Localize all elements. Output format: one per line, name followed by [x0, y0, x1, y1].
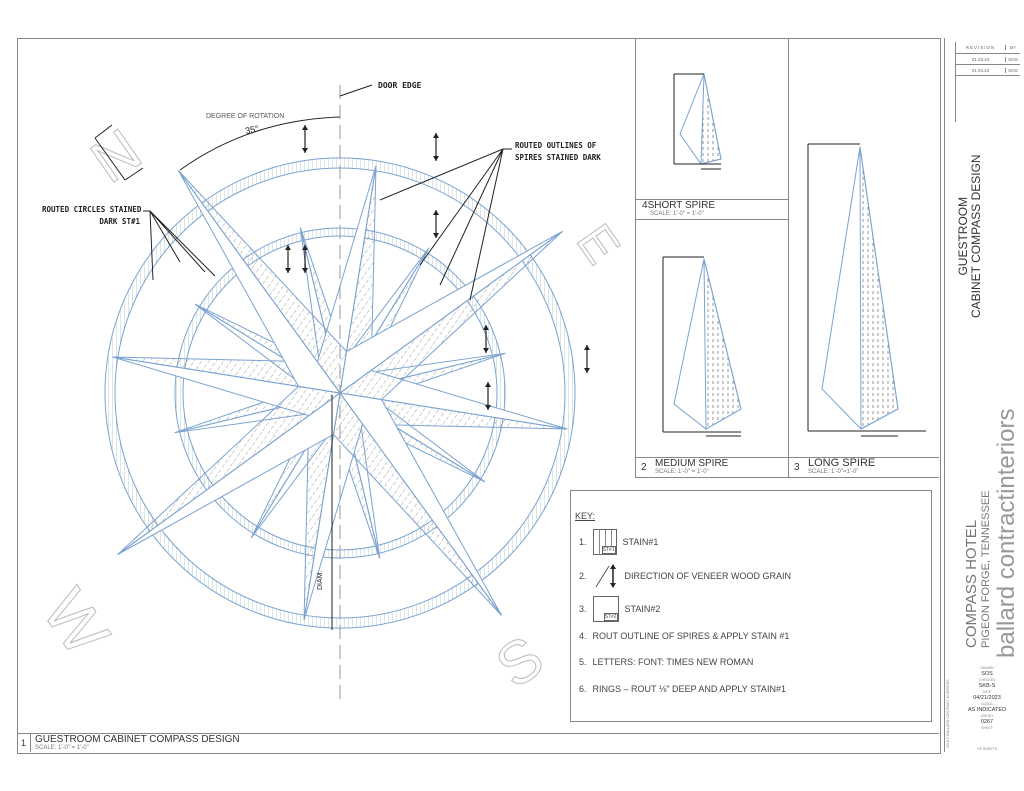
- grain-arrow-icon: [483, 325, 489, 353]
- degree-of-rotation-label: DEGREE OF ROTATION: [206, 113, 284, 120]
- grain-direction-arrows: [285, 125, 590, 410]
- legend-key: KEY: 1. ST#1 STAIN#1 2. DIRECTION OF VEN…: [570, 490, 932, 722]
- grain-arrow-icon: [485, 382, 491, 410]
- compass-plan: DOOR EDGE DEGREE OF ROTATION 35° ROUTED …: [28, 81, 631, 701]
- compass-spires: [112, 165, 568, 621]
- key-item-5: 5.LETTERS: FONT: TIMES NEW ROMAN: [579, 657, 754, 667]
- key-item-4: 4.ROUT OUTLINE OF SPIRES & APPLY STAIN #…: [579, 631, 790, 641]
- leader-door-edge: [339, 84, 373, 97]
- detail-1-scale: SCALE: 1'-0" = 1'-0": [35, 745, 89, 751]
- detail-2-scale: SCALE: 1'-0" = 1'-0": [655, 469, 709, 475]
- spire-details: [662, 72, 926, 437]
- key-item-2: 2. DIRECTION OF VENEER WOOD GRAIN: [579, 563, 791, 589]
- detail-1-num: 1: [21, 738, 27, 748]
- sheet-border: [17, 38, 941, 754]
- letter-e: E: [566, 214, 631, 273]
- routed-circles-label-2: DARK ST#1: [99, 217, 140, 226]
- detail-3-title: LONG SPIRE: [808, 457, 876, 469]
- key-item-6: 6.RINGS – ROUT ⅛" DEEP AND APPLY STAIN#1: [579, 684, 786, 694]
- grain-arrow-icon: [584, 345, 590, 373]
- key-title: KEY:: [575, 511, 596, 521]
- key-item-3: 3. ST#2 STAIN#2: [579, 596, 660, 622]
- outer-ring: [104, 157, 576, 629]
- detail-3-scale: SCALE: 1'-0"=1'-0": [808, 469, 859, 475]
- stain1-swatch: ST#1: [592, 529, 617, 555]
- grain-arrow-icon: [595, 564, 616, 588]
- detail-2-title: MEDIUM SPIRE: [655, 458, 729, 469]
- detail-2-num: 2: [641, 462, 647, 473]
- diam-label: DIAM.: [317, 571, 324, 591]
- rotation-arc: [179, 116, 341, 171]
- letter-w: W: [29, 576, 124, 669]
- routed-circles-label-1: ROUTED CIRCLES STAINED: [42, 205, 142, 214]
- routed-outlines-label-2: SPIRES STAINED DARK: [515, 153, 601, 162]
- copyright: 2018 © BALLARD CONTRACT INTERIORS: [946, 679, 950, 748]
- grain-arrow-icon: [302, 245, 308, 273]
- detail-3-num: 3: [794, 462, 800, 473]
- detail-4-title: 4SHORT SPIRE: [642, 200, 715, 211]
- door-edge-label: DOOR EDGE: [378, 81, 422, 90]
- rotation-angle: 35°: [244, 123, 260, 136]
- detail-1-title: GUESTROOM CABINET COMPASS DESIGN: [35, 734, 240, 745]
- long-spire-hatched: [117, 385, 342, 556]
- routed-outlines-label-1: ROUTED OUTLINES OF: [515, 141, 597, 150]
- grain-arrow-icon: [433, 210, 439, 238]
- letter-n: N: [79, 116, 153, 196]
- key-item-1: 1. ST#1 STAIN#1: [579, 529, 658, 555]
- company-logo: ballard contractinteriors: [993, 408, 1020, 658]
- grain-arrow-icon: [285, 245, 291, 273]
- grain-arrow-icon: [302, 125, 308, 153]
- stain2-swatch: ST#2: [592, 596, 619, 622]
- grain-arrow-icon: [433, 133, 439, 161]
- letter-dimension: [94, 124, 144, 181]
- letter-s: S: [484, 623, 555, 701]
- detail-4-scale: SCALE: 1'-0" = 1'-0": [650, 211, 704, 217]
